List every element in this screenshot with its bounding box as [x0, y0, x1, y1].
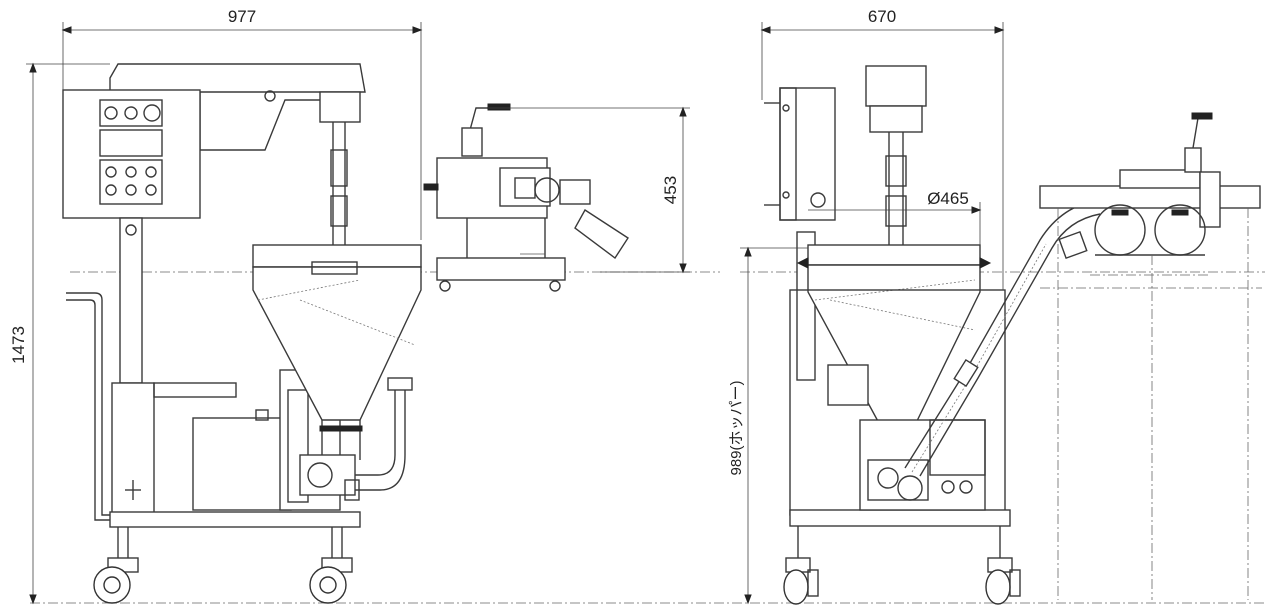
dim-left-height-label: 1473 — [9, 326, 28, 364]
left-caster-front — [93, 557, 139, 604]
dim-right-diameter-label: Ø465 — [927, 189, 969, 208]
left-side-view: 977 1473 453 — [9, 7, 1265, 605]
dim-left-height: 1473 — [9, 62, 110, 605]
dim-right-diameter: Ø465 — [808, 189, 982, 245]
right-caster-left — [783, 557, 819, 605]
dim-feeder-height: 453 — [488, 106, 690, 274]
right-caster-right — [985, 557, 1021, 605]
dim-right-width: 670 — [760, 7, 1005, 290]
dim-feeder-height-label: 453 — [661, 176, 680, 204]
dim-right-hopper-height: 989(ホッパー) — [728, 246, 808, 605]
left-caster-rear — [309, 557, 353, 604]
cylinder-feeder — [1039, 112, 1261, 256]
dim-right-hopper-height-label: 989(ホッパー) — [728, 380, 745, 475]
dim-left-width: 977 — [61, 7, 423, 240]
dim-left-width-label: 977 — [228, 7, 256, 26]
dim-right-width-label: 670 — [868, 7, 896, 26]
right-front-view: 670 Ø465 989(ホッパー) — [728, 7, 1265, 605]
feeder-unit — [423, 103, 629, 292]
